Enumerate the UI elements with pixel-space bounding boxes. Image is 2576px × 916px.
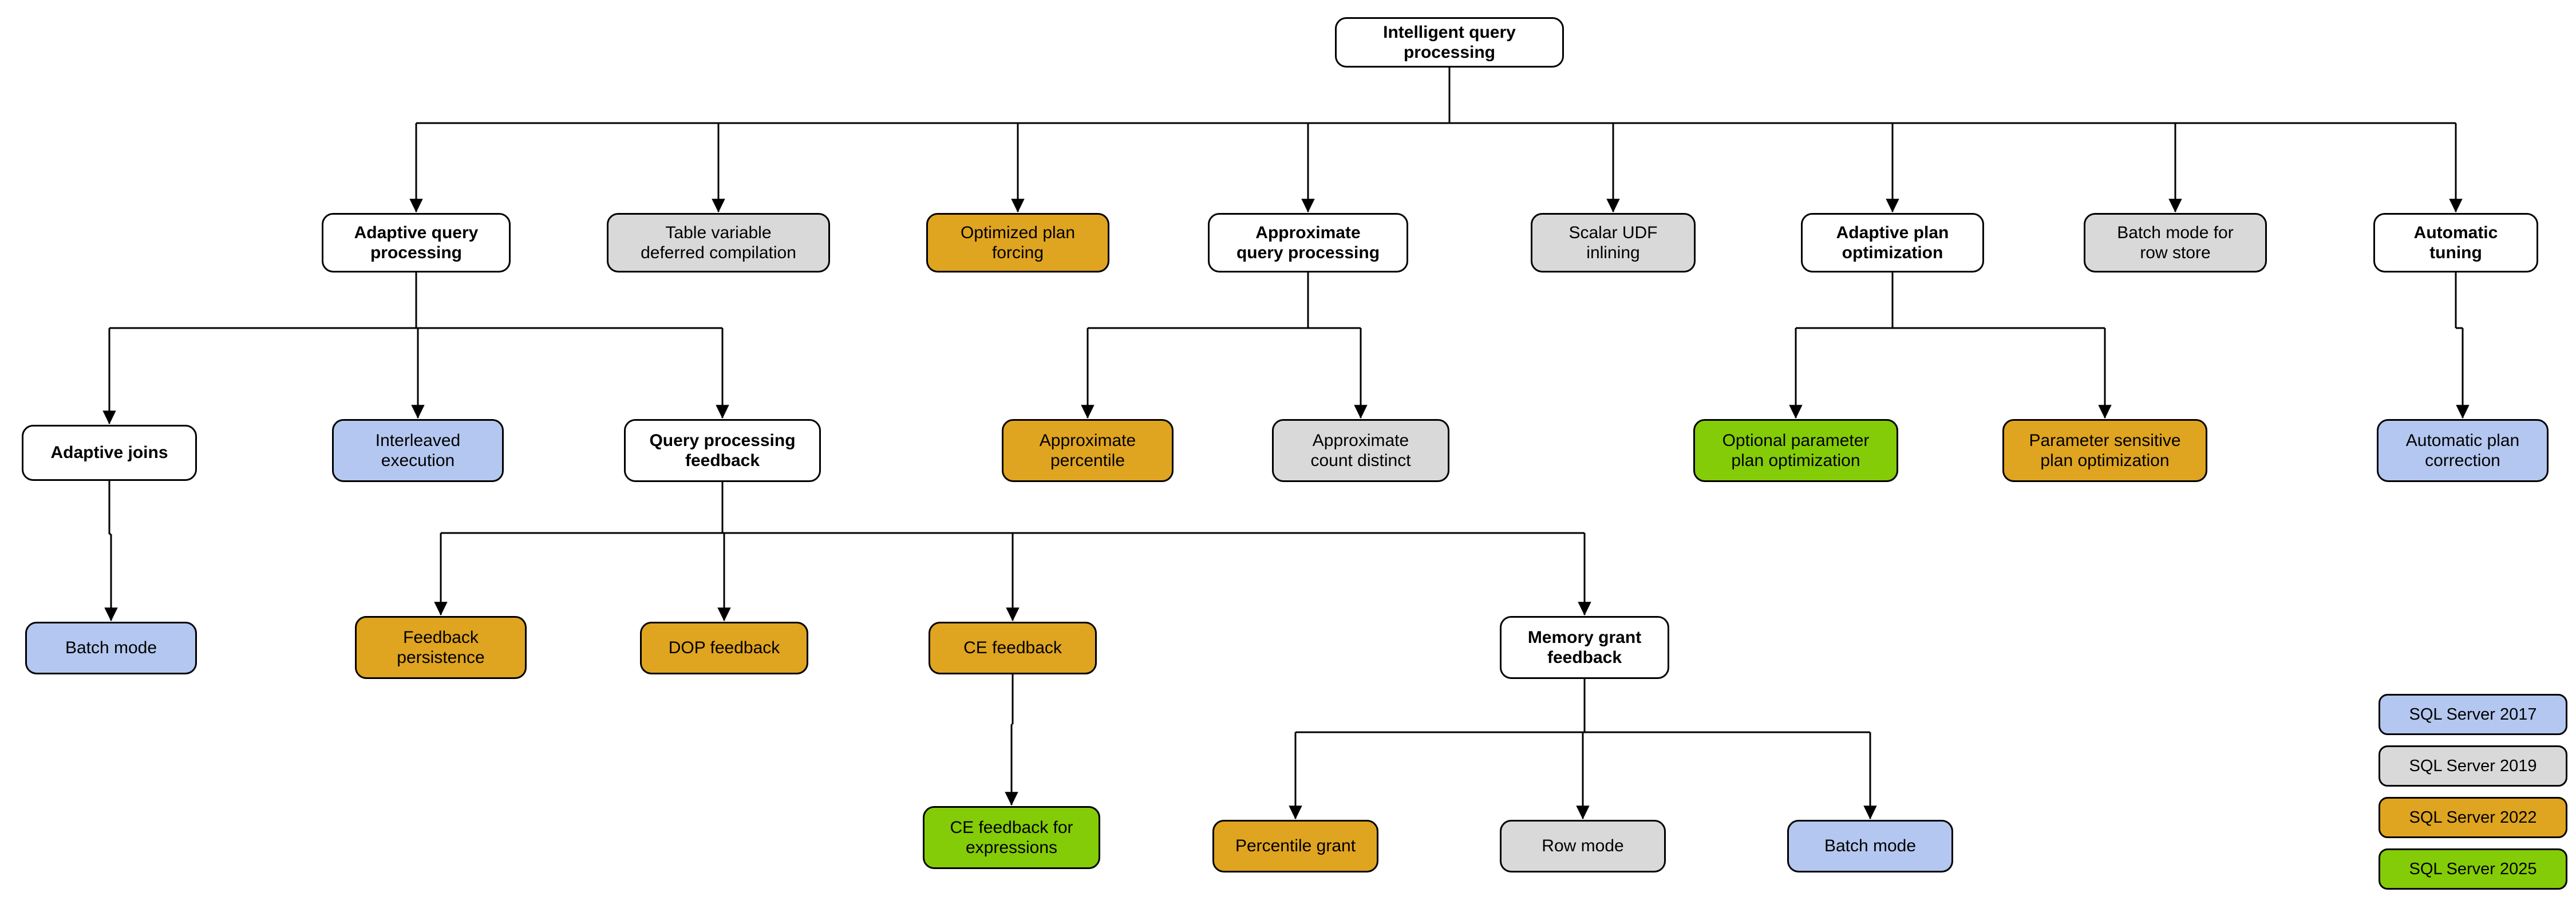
- node-apq[interactable]: Approximate query processing: [1208, 213, 1408, 273]
- node-approxpct[interactable]: Approximate percentile: [1002, 419, 1174, 482]
- legend-item-sql-server-2019[interactable]: SQL Server 2019: [2379, 745, 2567, 787]
- node-apo[interactable]: Adaptive plan optimization: [1801, 213, 1984, 273]
- node-approxcount[interactable]: Approximate count distinct: [1272, 419, 1449, 482]
- node-fbpersist[interactable]: Feedback persistence: [355, 616, 527, 679]
- node-adaptjoins[interactable]: Adaptive joins: [22, 425, 197, 481]
- node-batchmode1[interactable]: Batch mode: [25, 622, 197, 674]
- legend-item-sql-server-2025[interactable]: SQL Server 2025: [2379, 848, 2567, 890]
- legend-item-sql-server-2022[interactable]: SQL Server 2022: [2379, 797, 2567, 838]
- node-root[interactable]: Intelligent query processing: [1335, 17, 1564, 68]
- node-batchmode2[interactable]: Batch mode: [1787, 820, 1953, 872]
- node-aqp[interactable]: Adaptive query processing: [322, 213, 511, 273]
- node-bmrs[interactable]: Batch mode for row store: [2084, 213, 2267, 273]
- node-oppo[interactable]: Optional parameter plan optimization: [1693, 419, 1898, 482]
- node-qpf[interactable]: Query processing feedback: [624, 419, 821, 482]
- node-autotune[interactable]: Automatic tuning: [2373, 213, 2538, 273]
- legend-item-sql-server-2017[interactable]: SQL Server 2017: [2379, 694, 2567, 735]
- node-rowmode[interactable]: Row mode: [1500, 820, 1666, 872]
- node-psp[interactable]: Parameter sensitive plan optimization: [2002, 419, 2207, 482]
- node-dopfb[interactable]: DOP feedback: [640, 622, 808, 674]
- node-cefb[interactable]: CE feedback: [929, 622, 1097, 674]
- node-opf[interactable]: Optimized plan forcing: [926, 213, 1109, 273]
- node-cefbexpr[interactable]: CE feedback for expressions: [923, 806, 1100, 869]
- node-pctgrant[interactable]: Percentile grant: [1212, 820, 1378, 872]
- node-udf[interactable]: Scalar UDF inlining: [1531, 213, 1696, 273]
- node-apc[interactable]: Automatic plan correction: [2377, 419, 2549, 482]
- node-tvdc[interactable]: Table variable deferred compilation: [607, 213, 830, 273]
- node-mgf[interactable]: Memory grant feedback: [1500, 616, 1669, 679]
- node-interleaved[interactable]: Interleaved execution: [332, 419, 504, 482]
